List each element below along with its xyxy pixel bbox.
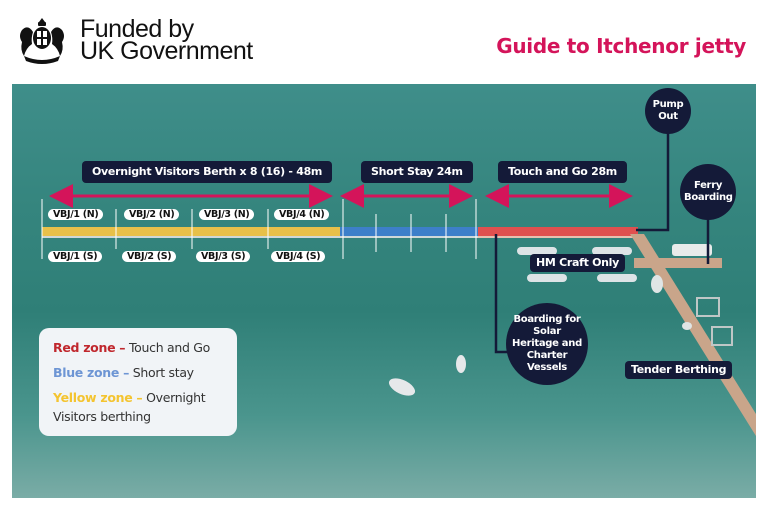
berth-pill-vbj1-s: VBJ/1 (S) bbox=[48, 251, 103, 262]
touch-and-go-label: Touch and Go 28m bbox=[498, 161, 627, 183]
legend-yellow-row-2: Visitors berthing bbox=[53, 409, 151, 424]
berth-pill-vbj4-n: VBJ/4 (N) bbox=[274, 209, 330, 220]
legend-yellow-row: Yellow zone – Overnight bbox=[53, 390, 206, 405]
berth-pill-vbj3-n: VBJ/3 (N) bbox=[199, 209, 255, 220]
solar-heritage-callout: Boarding for Solar Heritage and Charter … bbox=[506, 303, 588, 385]
ferry-boarding-callout: Ferry Boarding bbox=[680, 164, 736, 220]
berth-pill-vbj2-n: VBJ/2 (N) bbox=[124, 209, 180, 220]
red-zone-pontoon bbox=[478, 227, 638, 237]
hm-craft-label: HM Craft Only bbox=[530, 254, 625, 272]
legend-red-row: Red zone – Touch and Go bbox=[53, 340, 210, 355]
legend-blue-value: Short stay bbox=[132, 365, 194, 380]
ferry-boarding-text: Ferry Boarding bbox=[684, 180, 733, 203]
logo-text: Funded by UK Government bbox=[80, 15, 253, 65]
blue-zone-pontoon bbox=[340, 227, 478, 237]
short-stay-label: Short Stay 24m bbox=[361, 161, 473, 183]
legend-yellow-key: Yellow zone – bbox=[53, 390, 143, 405]
solar-heritage-text: Boarding for Solar Heritage and Charter … bbox=[512, 314, 582, 373]
legend-yellow-value: Overnight bbox=[146, 390, 206, 405]
zone-legend: Red zone – Touch and Go Blue zone – Shor… bbox=[39, 328, 237, 436]
berth-pill-vbj1-n: VBJ/1 (N) bbox=[48, 209, 104, 220]
pump-out-leader bbox=[636, 132, 670, 232]
uk-government-logo: Funded by UK Government bbox=[14, 12, 253, 68]
yellow-zone-pontoon bbox=[42, 227, 340, 237]
legend-red-key: Red zone – bbox=[53, 340, 126, 355]
berth-pill-vbj2-s: VBJ/2 (S) bbox=[122, 251, 177, 262]
pump-out-text: Pump Out bbox=[652, 99, 684, 122]
berth-pill-vbj3-s: VBJ/3 (S) bbox=[196, 251, 251, 262]
logo-line-2: UK Government bbox=[80, 37, 253, 65]
legend-red-value: Touch and Go bbox=[128, 340, 211, 355]
pump-out-callout: Pump Out bbox=[645, 88, 691, 134]
overnight-berth-label: Overnight Visitors Berth x 8 (16) - 48m bbox=[82, 161, 333, 183]
page-title: Guide to Itchenor jetty bbox=[496, 34, 746, 58]
legend-blue-row: Blue zone – Short stay bbox=[53, 365, 194, 380]
royal-crest-icon bbox=[20, 18, 64, 64]
legend-yellow-value-2: Visitors berthing bbox=[53, 409, 151, 424]
tender-berthing-label: Tender Berthing bbox=[625, 361, 733, 379]
jetty-diagram bbox=[41, 132, 756, 436]
logo-line-1: Funded by bbox=[80, 15, 194, 43]
legend-blue-key: Blue zone – bbox=[53, 365, 130, 380]
berth-pill-vbj4-s: VBJ/4 (S) bbox=[271, 251, 326, 262]
